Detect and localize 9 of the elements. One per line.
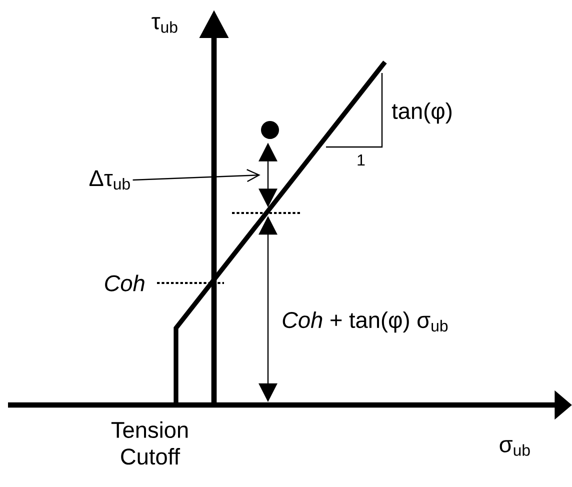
cutoff-label: Tension Cutoff — [111, 421, 188, 465]
formula-label: Coh + tan(φ) σ$_{ub}$ — [282, 311, 448, 333]
slope-label: 1 — [358, 154, 365, 166]
axis-label: σ$_{ub}$ — [500, 440, 530, 456]
axis-label: τ$_{ub}$ — [152, 17, 178, 33]
leader-line — [132, 168, 260, 182]
symbol-label: Δτ$_{ub}$ — [89, 170, 130, 190]
slope-label: tan(φ) — [392, 102, 452, 124]
cohesion-label: Coh — [105, 274, 144, 292]
